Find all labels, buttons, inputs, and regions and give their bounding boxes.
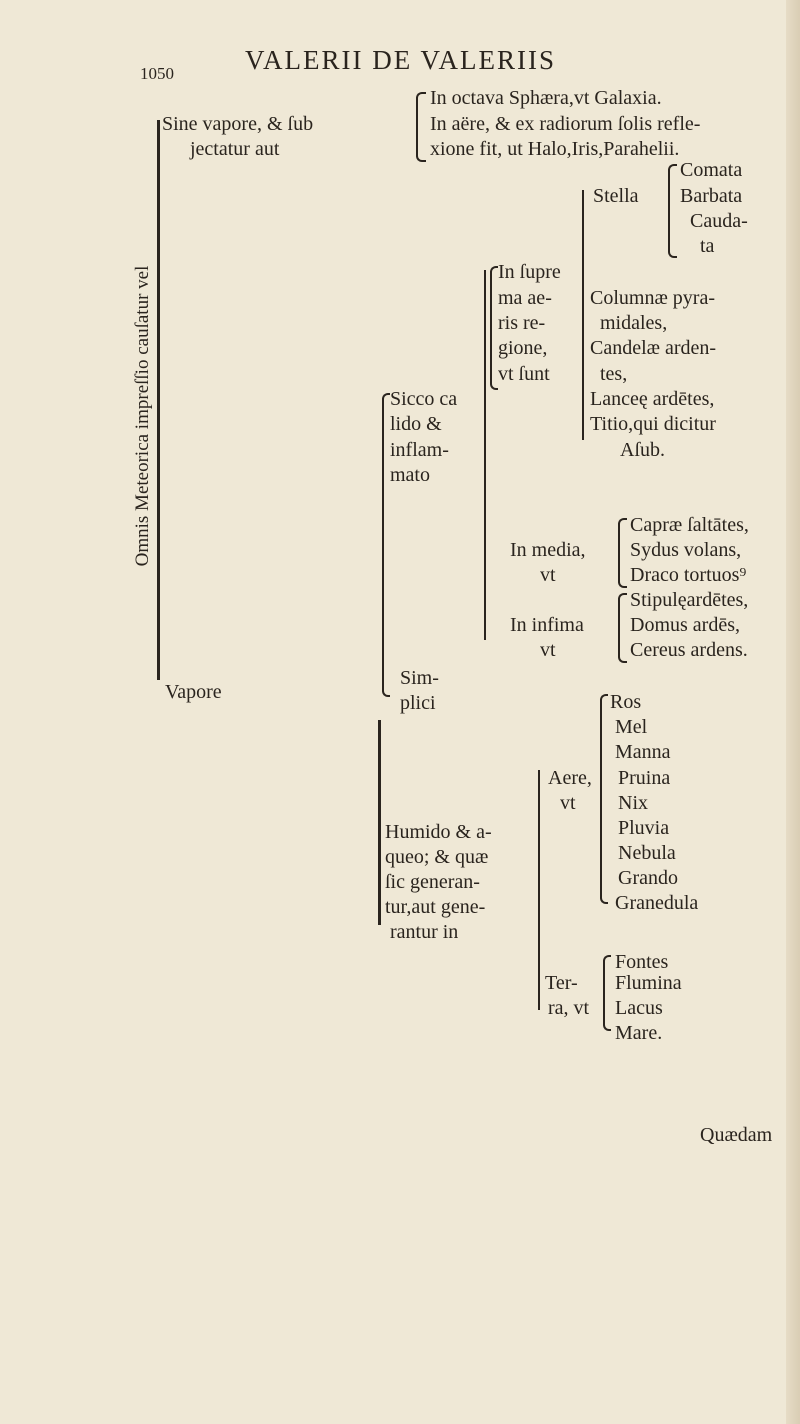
bracket	[582, 190, 584, 440]
list-item: Nix	[618, 792, 648, 814]
brace	[618, 518, 627, 588]
catchword: Quædam	[700, 1124, 773, 1146]
branch-label: ris re-	[498, 312, 546, 334]
branch-label: inflam-	[390, 439, 449, 461]
list-item: Candelæ arden-	[590, 337, 717, 359]
main-bracket	[157, 120, 160, 680]
list-item: Comata	[680, 159, 743, 181]
brace	[416, 92, 426, 162]
brace	[668, 164, 677, 258]
branch-label: jectatur aut	[190, 138, 280, 160]
list-item: Nebula	[618, 842, 676, 864]
brace	[618, 593, 627, 663]
side-title-text: Omnis Meteorica impreſſio cauſatur vel	[132, 265, 153, 567]
branch-label: mato	[390, 464, 430, 486]
brace	[603, 955, 611, 1031]
page-edge	[786, 0, 800, 1424]
branch-label: lido &	[390, 413, 442, 435]
running-title: VALERII DE VALERIIS	[245, 45, 557, 75]
branch-label: In ſupre	[498, 261, 561, 283]
list-item: Granedula	[615, 892, 699, 914]
list-item: Manna	[615, 741, 671, 763]
list-item: Capræ ſaltātes,	[630, 514, 749, 536]
bracket	[378, 720, 381, 925]
list-item: Ros	[610, 691, 642, 713]
branch-label: vt	[540, 564, 556, 586]
list-item: In aëre, & ex radiorum ſolis refle-	[430, 113, 701, 135]
list-item: Fontes	[615, 951, 669, 973]
branch-label: In media,	[510, 539, 586, 561]
list-item: Lanceę ardētes,	[590, 388, 715, 410]
list-item: Grando	[618, 867, 678, 889]
branch-label: rantur in	[390, 921, 459, 943]
list-item: Draco tortuos⁹	[630, 564, 747, 586]
list-item: Domus ardēs,	[630, 614, 740, 636]
branch-label: plici	[400, 692, 436, 714]
brace	[382, 393, 390, 697]
list-item: Mel	[615, 716, 648, 738]
list-item: Mare.	[615, 1022, 663, 1044]
bracket	[538, 770, 540, 1010]
list-item: Titio,qui dicitur	[590, 413, 716, 435]
branch-label: Vapore	[165, 681, 222, 703]
list-item: Cereus ardens.	[630, 639, 748, 661]
side-title: Omnis Meteorica impreſſio cauſatur vel	[128, 180, 158, 660]
list-item: Lacus	[615, 997, 663, 1019]
branch-label: Humido & a-	[385, 821, 492, 843]
brace	[490, 266, 498, 390]
list-item: ta	[700, 235, 715, 257]
list-item: Pruina	[618, 767, 671, 789]
branch-label: gione,	[498, 337, 548, 359]
bracket	[484, 270, 486, 640]
brace	[600, 694, 608, 904]
list-item: Cauda-	[690, 210, 748, 232]
branch-label: Sine vapore, & ſub	[162, 113, 314, 135]
branch-label: Sim-	[400, 667, 439, 689]
branch-label: queo; & quæ	[385, 846, 489, 868]
branch-label: ra, vt	[548, 997, 590, 1019]
branch-label: Aere,	[548, 767, 592, 789]
page-number: 1050	[140, 64, 174, 83]
branch-label: Stella	[593, 185, 639, 207]
list-item: In octava Sphæra,vt Galaxia.	[430, 87, 662, 109]
list-item: Pluvia	[618, 817, 670, 839]
branch-label: vt ſunt	[498, 363, 550, 385]
list-item: xione fit, ut Halo,Iris,Parahelii.	[430, 138, 680, 160]
branch-label: vt	[540, 639, 556, 661]
list-item: midales,	[600, 312, 668, 334]
list-item: tes,	[600, 363, 628, 385]
branch-label: Ter-	[545, 972, 578, 994]
list-item: Barbata	[680, 185, 743, 207]
branch-label: vt	[560, 792, 576, 814]
list-item: Aſub.	[620, 439, 665, 461]
branch-label: Sicco ca	[390, 388, 458, 410]
branch-label: In infima	[510, 614, 584, 636]
list-item: Columnæ pyra-	[590, 287, 715, 309]
list-item: Flumina	[615, 972, 682, 994]
list-item: Sydus volans,	[630, 539, 742, 561]
list-item: Stipulęardētes,	[630, 589, 749, 611]
branch-label: ſic generan-	[385, 871, 480, 893]
branch-label: tur,aut gene-	[385, 896, 486, 918]
branch-label: ma ae-	[498, 287, 552, 309]
